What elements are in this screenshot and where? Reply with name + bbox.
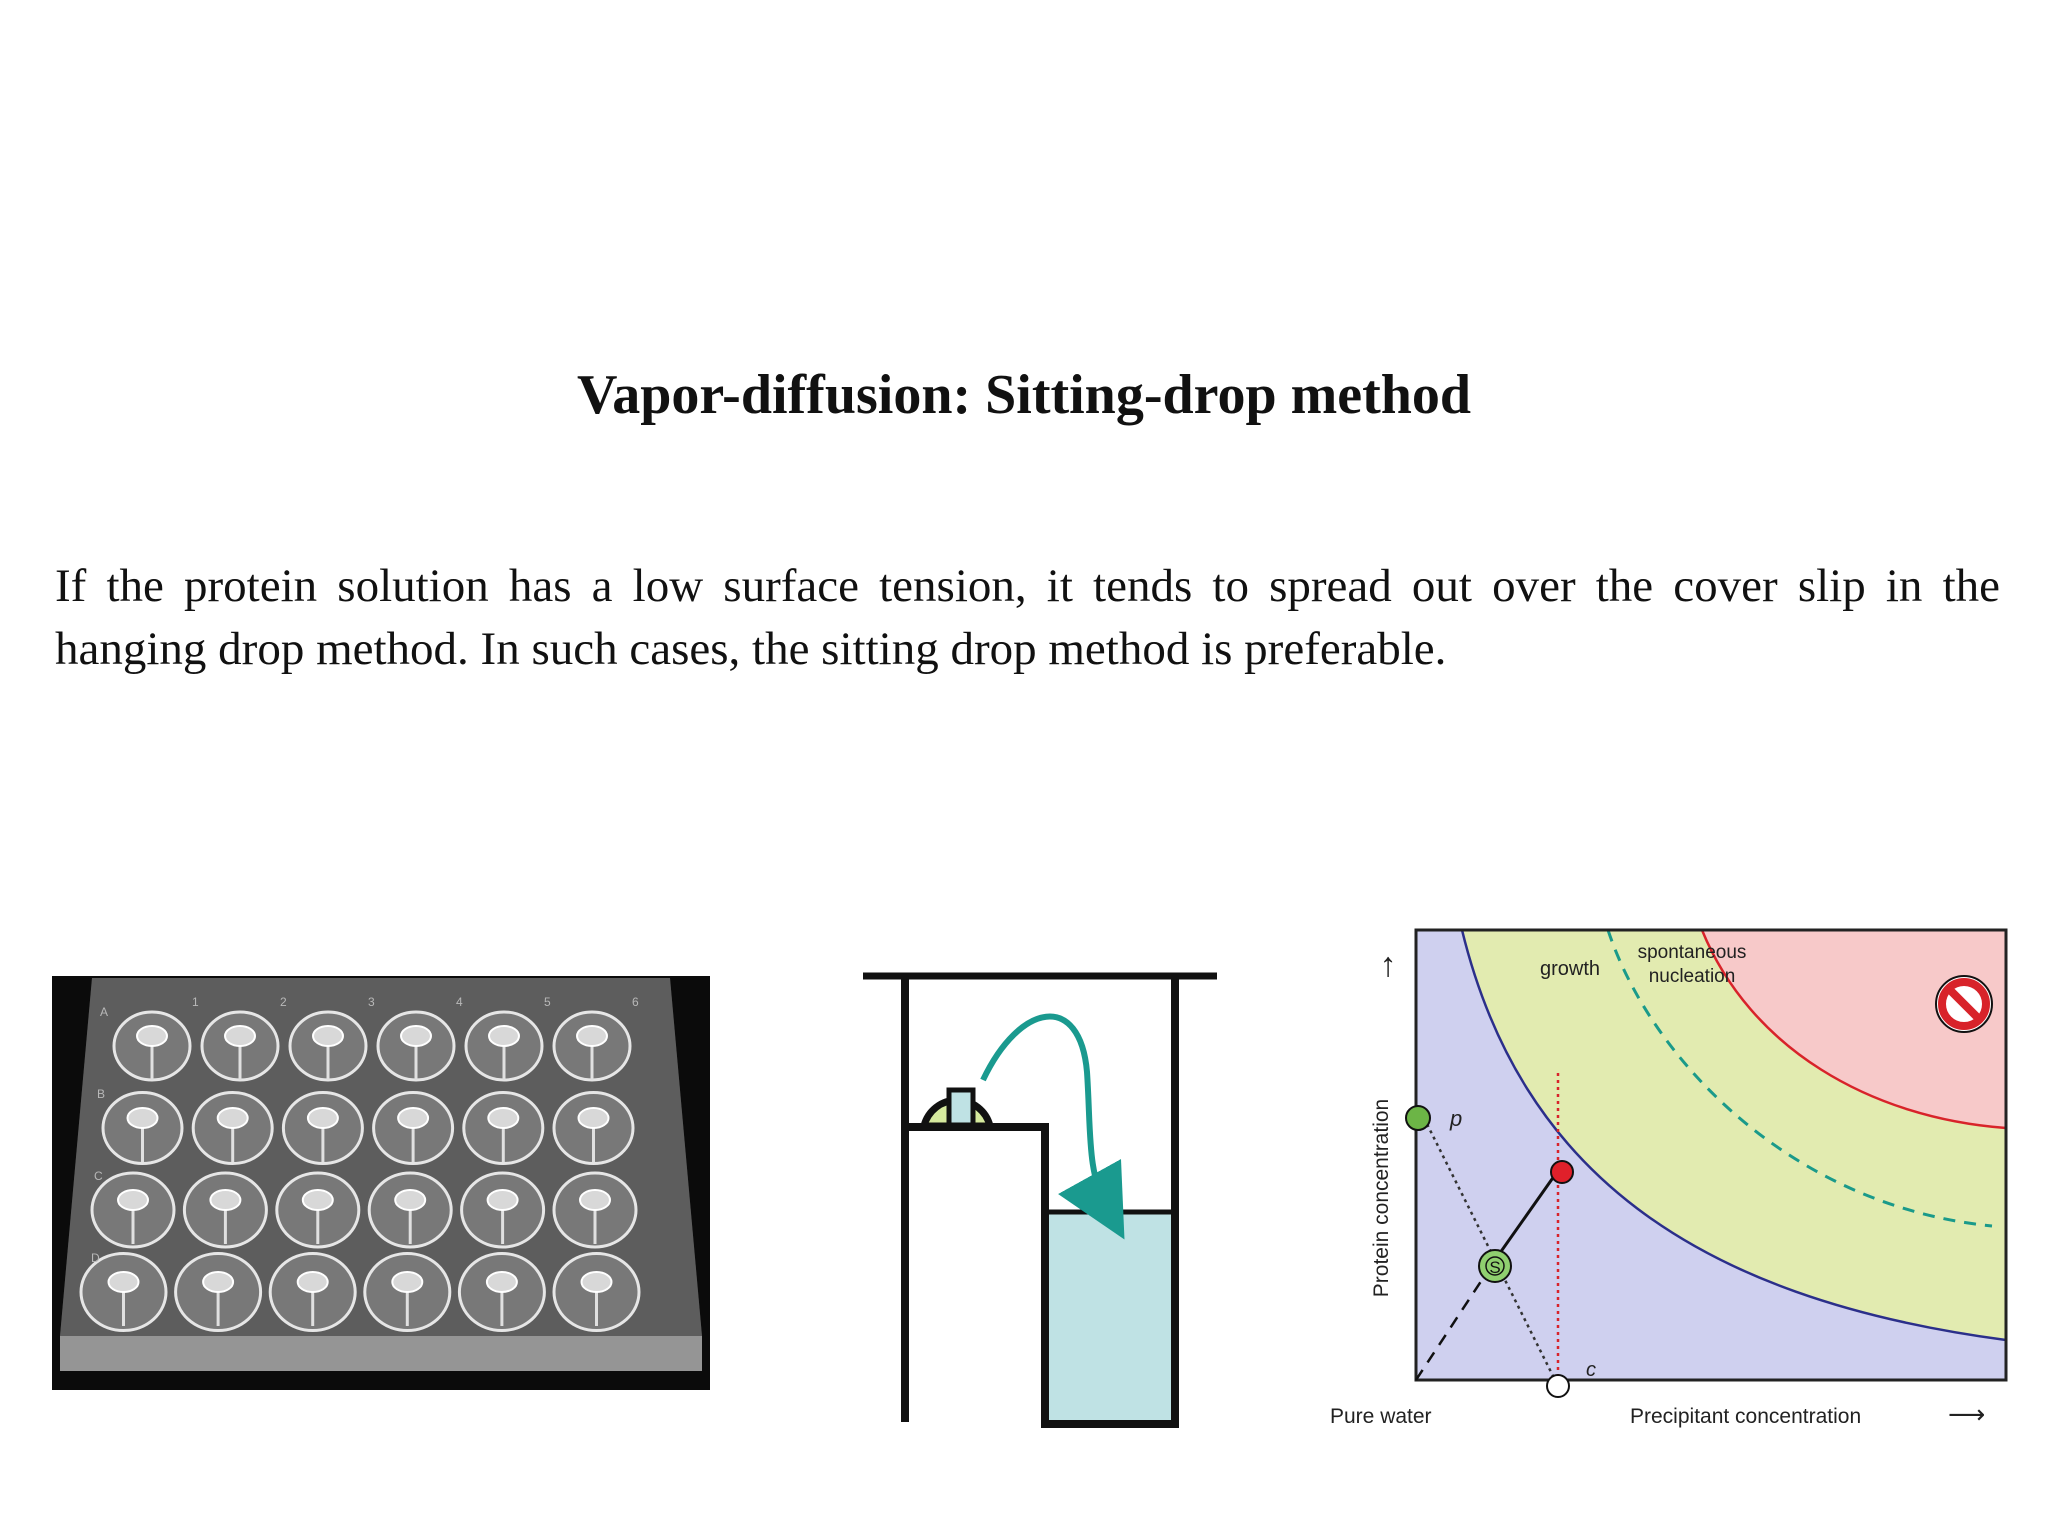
slide-body-text: If the protein solution has a low surfac… — [55, 560, 2000, 675]
point-p-label: p — [1449, 1106, 1462, 1131]
origin-label: Pure water — [1330, 1405, 1432, 1428]
plate-well — [367, 1171, 453, 1249]
x-axis-arrow: ⟶ — [1948, 1399, 1985, 1429]
equilibration-path-solid — [1493, 1171, 1559, 1261]
plate-well — [457, 1252, 546, 1332]
crystallization-plate-photo: 1 2 3 4 5 6A B C D — [52, 976, 710, 1390]
plate-well — [79, 1252, 168, 1332]
point-end — [1550, 1160, 1574, 1184]
plate-well — [191, 1091, 274, 1165]
vapor-diffusion-arrow — [980, 1013, 1125, 1240]
point-c-label: c — [1586, 1359, 1596, 1381]
no-entry-icon — [1935, 975, 1993, 1033]
plate-well — [174, 1252, 263, 1332]
slide-title: Vapor-diffusion: Sitting-drop method — [576, 364, 1472, 426]
x-axis-label: Precipitant concentration — [1630, 1405, 1861, 1428]
solubility-curve — [1460, 930, 2006, 1342]
plate-well — [281, 1091, 364, 1165]
plate-well — [101, 1091, 184, 1165]
precipitation-zone — [1702, 930, 2006, 1128]
plate-well — [200, 1010, 280, 1082]
point-s — [1478, 1249, 1512, 1283]
precipitation-curve — [1700, 930, 2006, 1130]
plate-well — [268, 1252, 357, 1332]
plate-well — [552, 1010, 632, 1082]
plate-well — [90, 1171, 176, 1249]
plate-column-number: 3 — [368, 995, 375, 1009]
plate-well — [462, 1091, 545, 1165]
plate-row-letter: A — [100, 1005, 108, 1019]
plate-row-letter: B — [97, 1087, 105, 1101]
y-axis-arrow: ↑ — [1380, 946, 1397, 984]
plate-column-number: 1 — [192, 995, 199, 1009]
plate-well — [288, 1010, 368, 1082]
plate-well — [376, 1010, 456, 1082]
plate-well — [552, 1091, 635, 1165]
reservoir-solution — [1045, 1212, 1173, 1424]
spontaneous-label: spontaneous — [1638, 942, 1747, 963]
plate-well — [363, 1252, 452, 1332]
plate-wells — [79, 1010, 641, 1332]
equilibration-path-dashed — [1414, 1259, 1497, 1381]
plate-well — [552, 1252, 641, 1332]
plate-well — [460, 1171, 546, 1249]
plate-well — [112, 1010, 192, 1082]
plate-column-number: 4 — [456, 995, 463, 1009]
plot-frame — [1414, 928, 2008, 1382]
phase-diagram: growth spontaneous nucleation p S c ↑ Pr… — [1330, 928, 2008, 1429]
point-s-label: S — [1489, 1258, 1500, 1277]
point-c — [1546, 1374, 1570, 1398]
y-axis-label: Protein concentration — [1370, 1099, 1393, 1297]
plate-well — [372, 1091, 455, 1165]
plate-well — [182, 1171, 268, 1249]
protein-crystal — [946, 1087, 976, 1128]
point-p — [1405, 1105, 1431, 1131]
plate-well — [552, 1171, 638, 1249]
sitting-drop-diagram — [863, 972, 1217, 1428]
plate-column-number: 2 — [280, 995, 287, 1009]
plate-column-number: 6 — [632, 995, 639, 1009]
plate-row-letter: C — [94, 1169, 103, 1183]
well-wall-with-post — [905, 976, 1179, 1428]
growth-label: growth — [1540, 958, 1600, 980]
nucleation-label: nucleation — [1649, 966, 1736, 987]
plate-well — [275, 1171, 361, 1249]
plate-row-letter: D — [91, 1251, 100, 1265]
nucleation-boundary — [1606, 930, 1993, 1228]
plate-well — [464, 1010, 544, 1082]
plate-column-number: 5 — [544, 995, 551, 1009]
plate-rim — [60, 1336, 702, 1371]
